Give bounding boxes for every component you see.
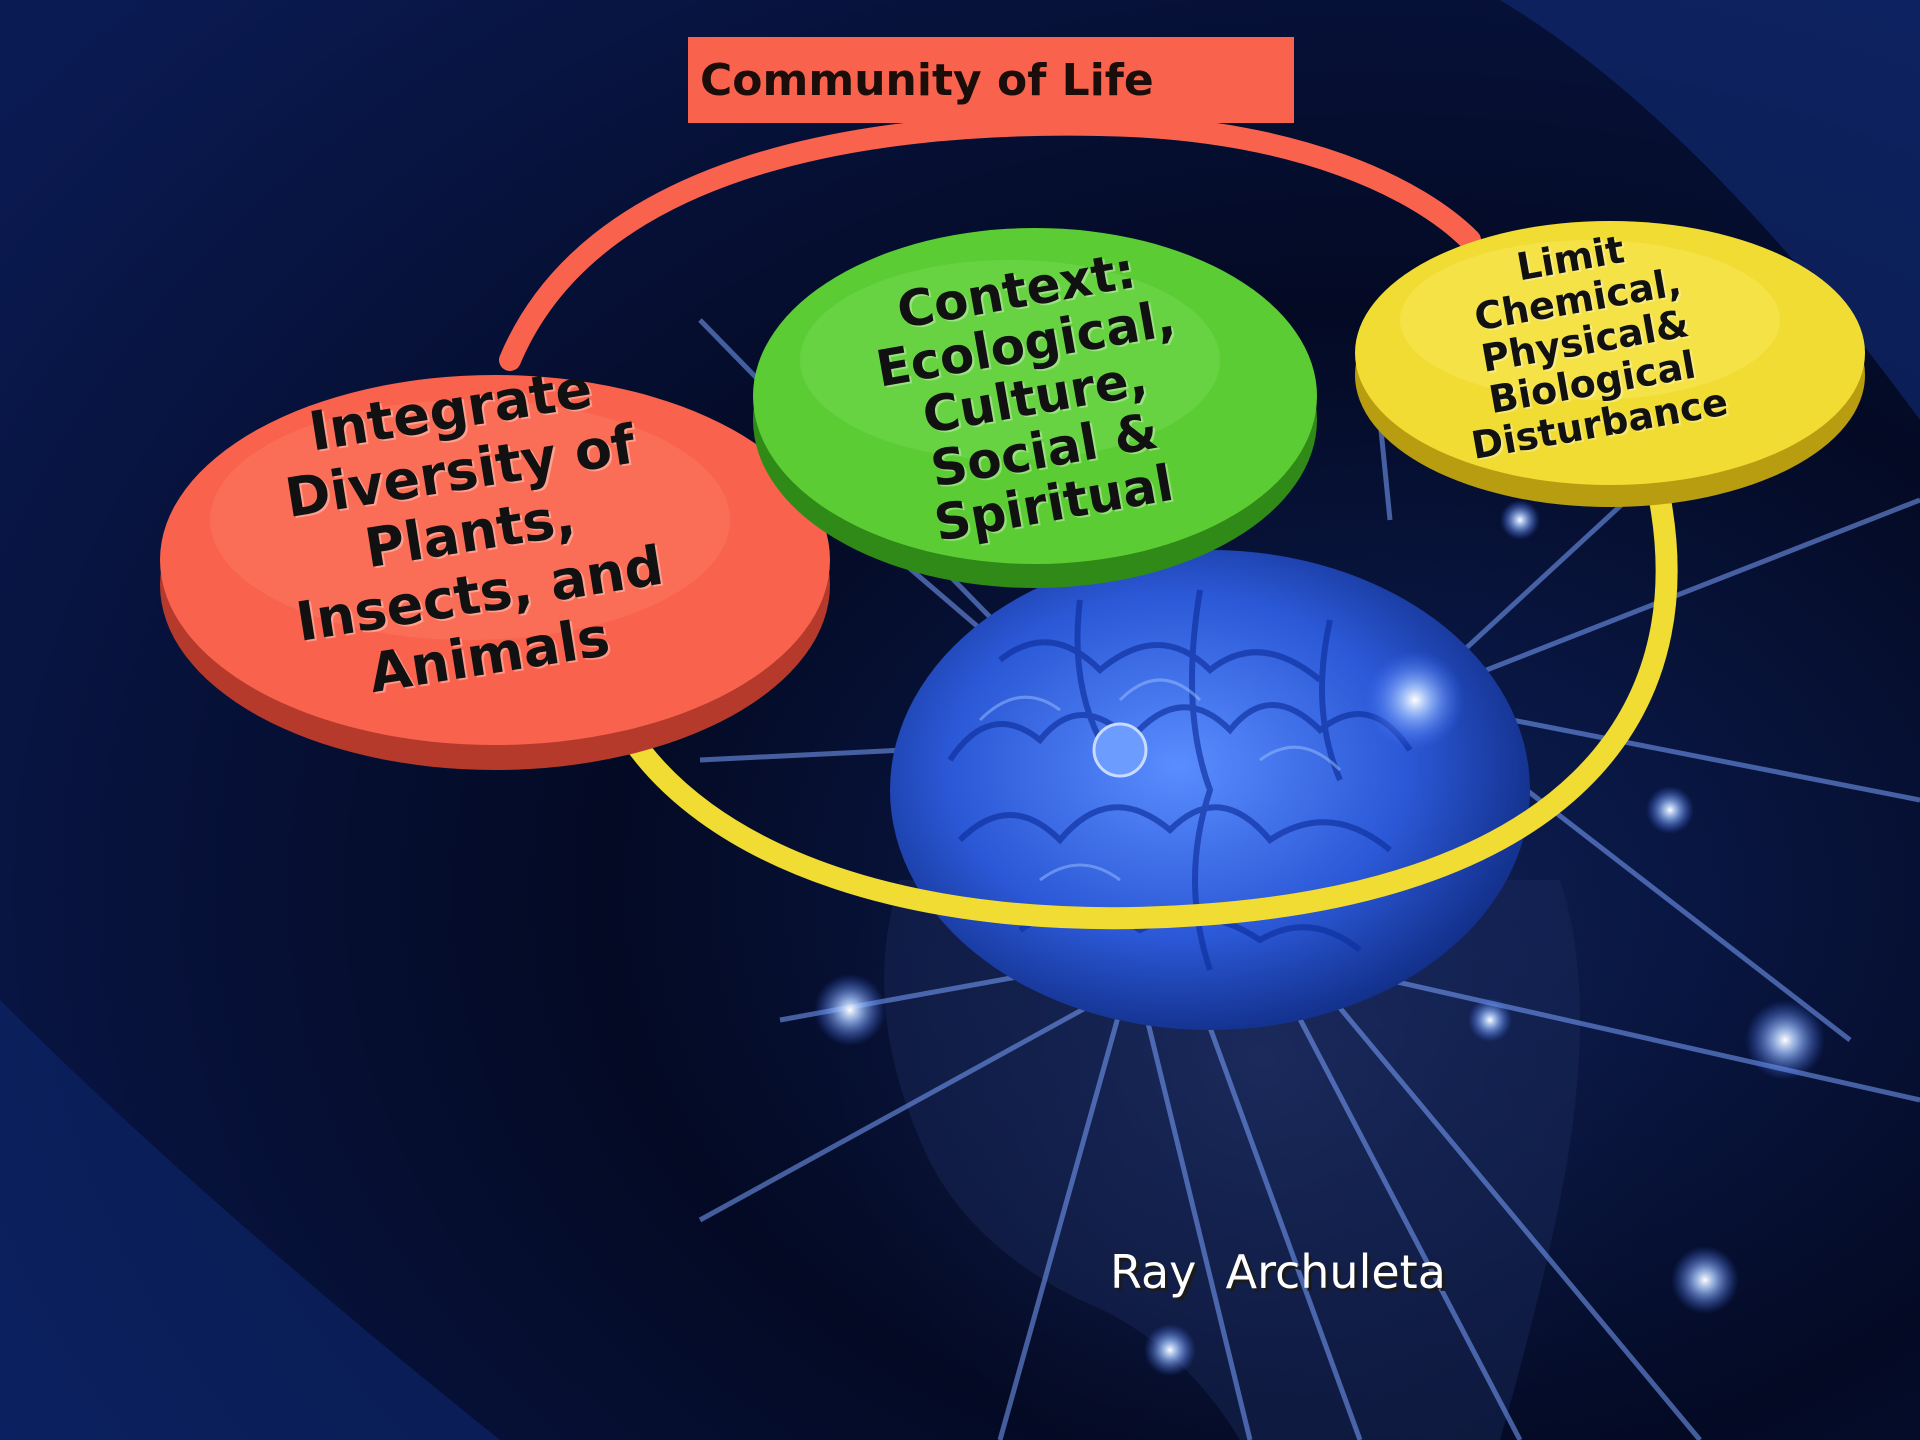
- title-box: Community of Life: [688, 37, 1294, 123]
- glow-nodes: [814, 500, 1825, 1376]
- page-title: Community of Life: [700, 54, 1154, 106]
- ring-lower-arc: [609, 489, 1678, 930]
- disc-context: [753, 228, 1317, 588]
- author-credit: Ray Archuleta: [1110, 1245, 1446, 1299]
- disc-disturbance: [1355, 221, 1865, 507]
- brain-image: [890, 550, 1530, 1030]
- ring-upper-arc: [499, 113, 1481, 371]
- community-ring: [499, 113, 1678, 930]
- disc-biodiversity: [160, 375, 830, 770]
